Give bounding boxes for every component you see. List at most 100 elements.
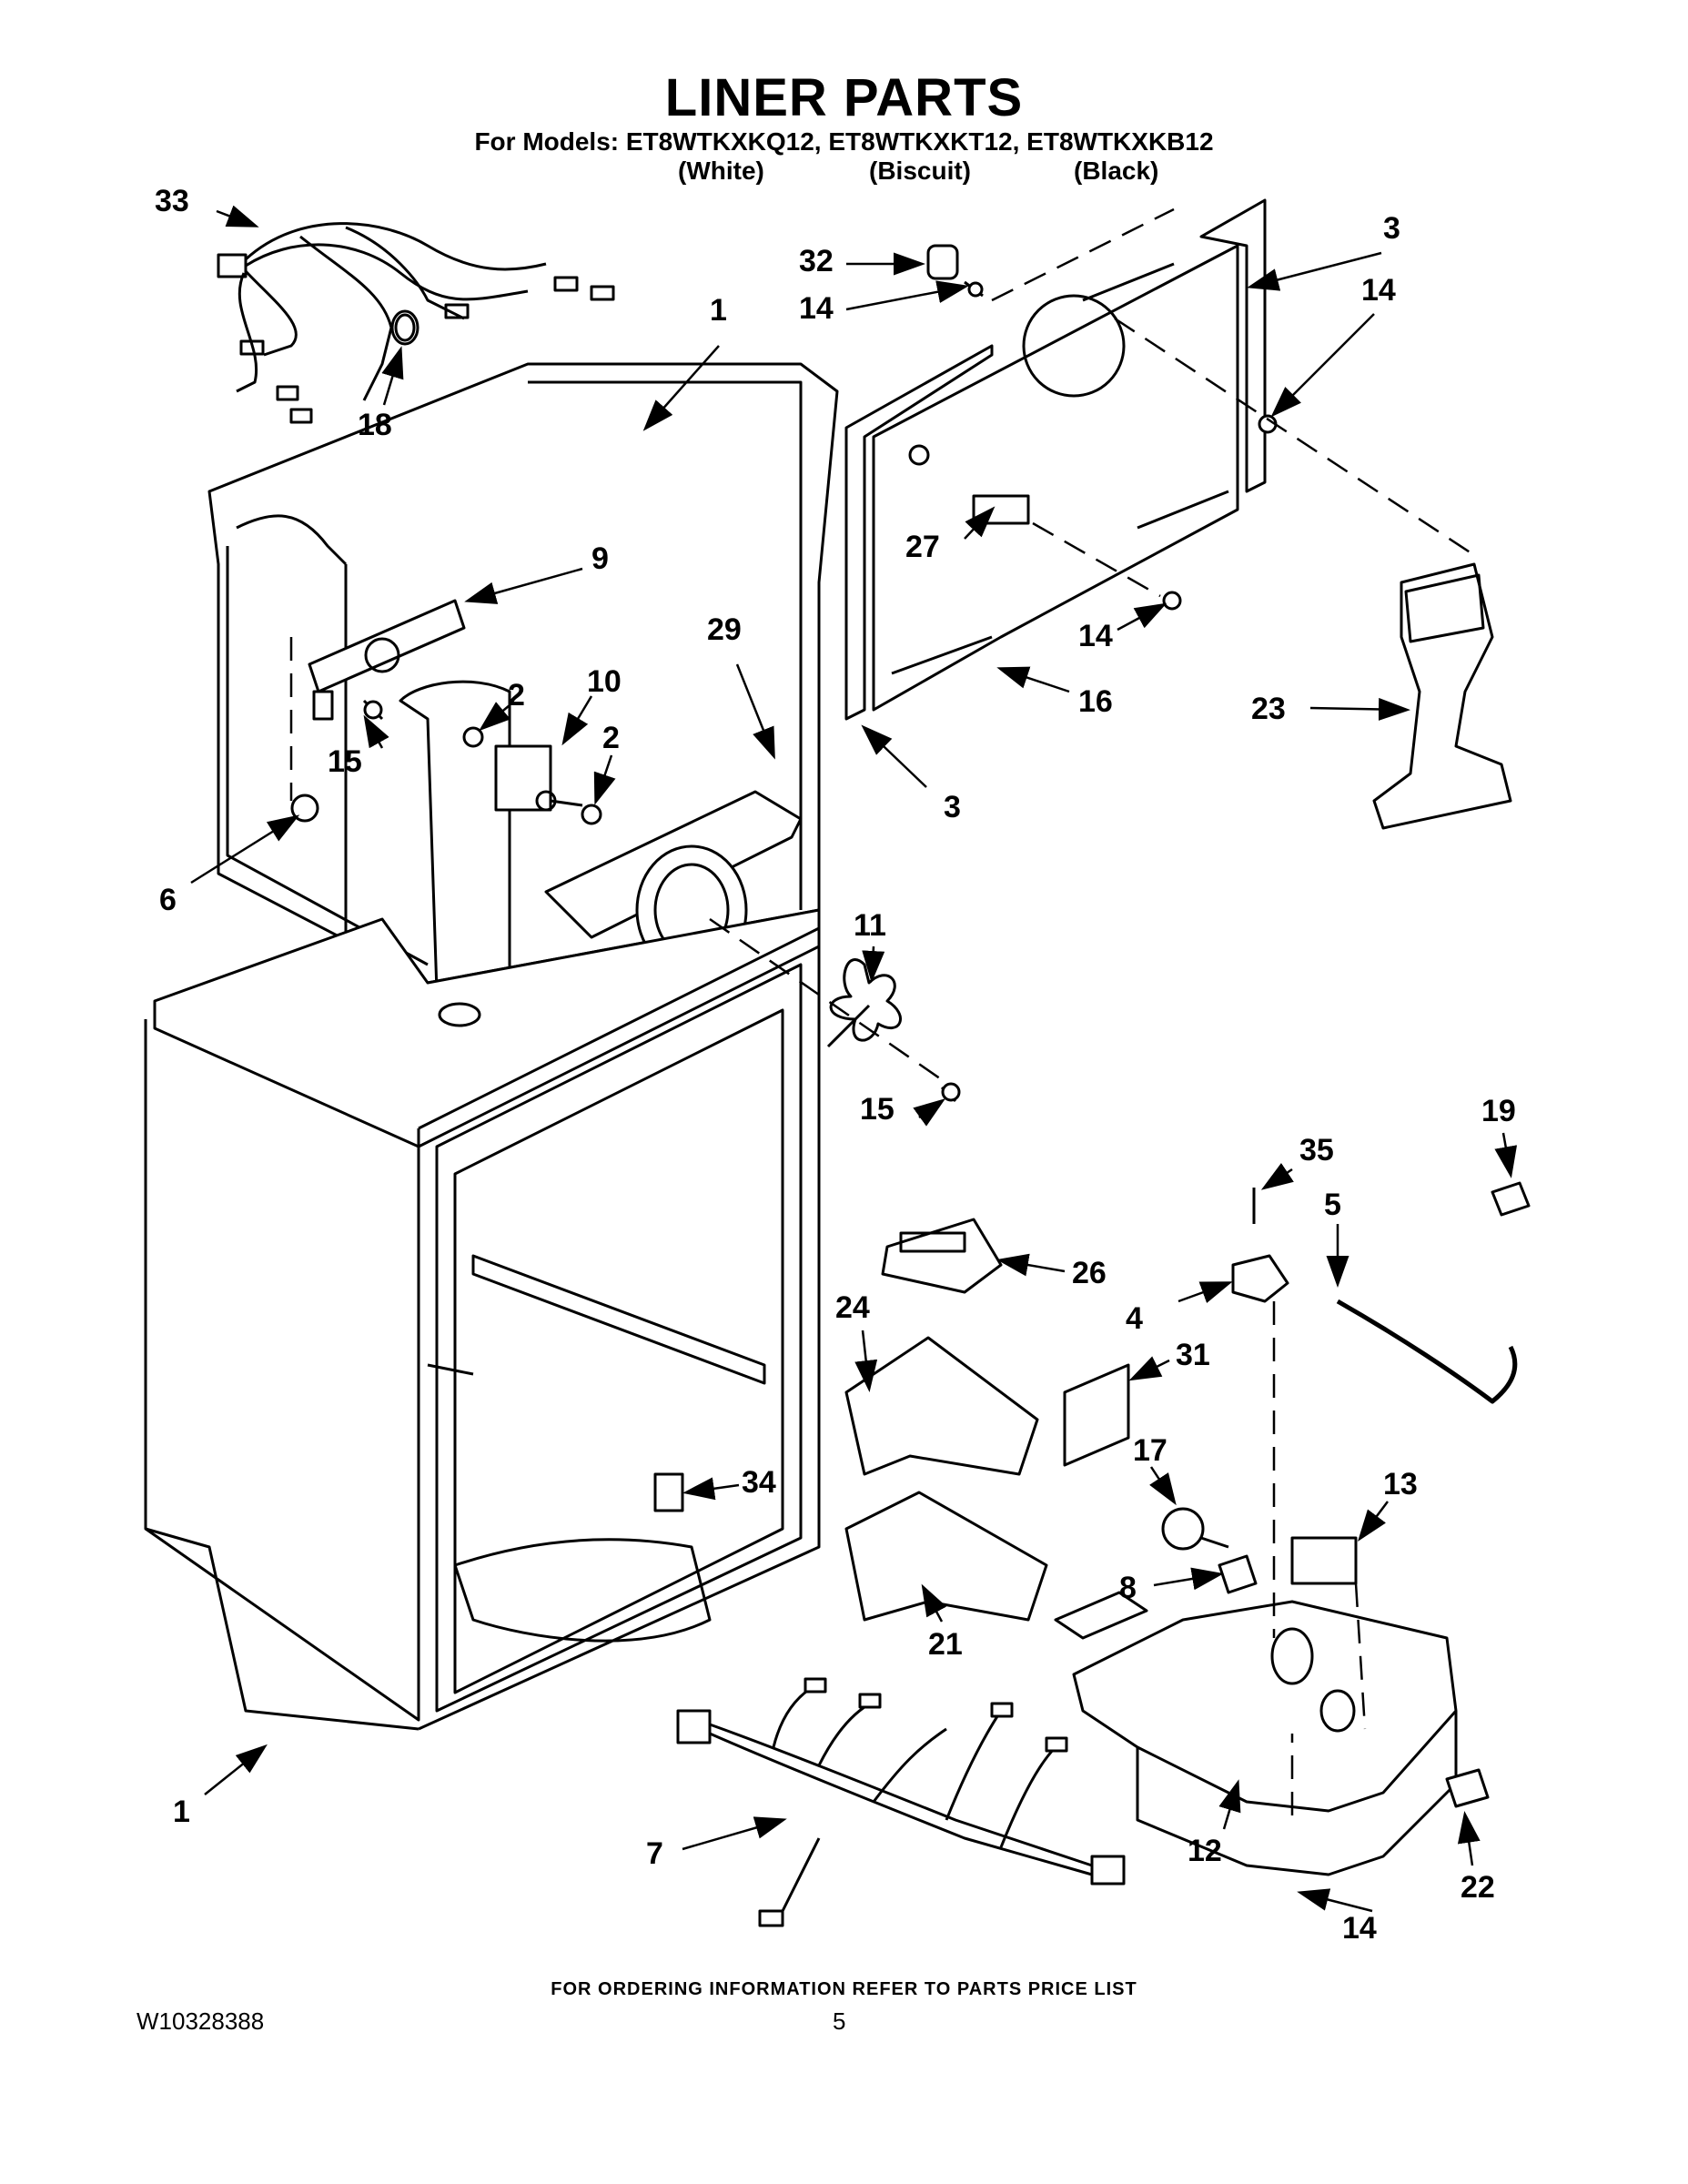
callout-7: 7 (646, 1836, 663, 1871)
callout-13: 13 (1383, 1467, 1418, 1502)
leader-14a (845, 280, 969, 311)
leader-33 (216, 205, 259, 228)
leader-15b (913, 1098, 946, 1127)
leader-27 (964, 506, 996, 540)
leader-14d (1297, 1888, 1373, 1913)
leader-14c (1117, 602, 1167, 632)
callout-33: 33 (155, 184, 189, 218)
callout-2a: 2 (508, 678, 525, 713)
leader-1b (204, 1744, 268, 1795)
leader-10 (561, 695, 593, 746)
color-black: (Black) (1074, 157, 1159, 185)
screw-14c (1162, 591, 1182, 611)
air-duct-23 (1372, 562, 1512, 830)
callout-10: 10 (587, 664, 622, 699)
leader-3a (1247, 251, 1382, 291)
callout-24: 24 (835, 1290, 870, 1325)
models-line: For Models: ET8WTKXKQ12, ET8WTKXKT12, ET… (474, 127, 1214, 156)
leader-17 (1149, 1466, 1177, 1506)
leader-24 (854, 1330, 878, 1392)
leader-35 (1260, 1162, 1294, 1190)
callout-9: 9 (591, 541, 609, 576)
leader-22 (1457, 1811, 1481, 1866)
bulb-17 (1161, 1507, 1229, 1551)
leader-18 (381, 346, 404, 406)
callout-32: 32 (799, 244, 834, 278)
grommet-18 (394, 313, 416, 342)
leader-31 (1128, 1356, 1170, 1381)
callout-23: 23 (1251, 692, 1286, 726)
callout-22: 22 (1461, 1870, 1495, 1905)
leader-8 (1153, 1567, 1224, 1591)
callout-27: 27 (905, 530, 940, 564)
leader-9 (464, 567, 583, 604)
page-title: LINER PARTS (664, 68, 1024, 127)
plate-31 (1063, 1363, 1130, 1467)
callout-35: 35 (1299, 1133, 1334, 1168)
nut-2a (462, 726, 484, 748)
leader-16 (996, 666, 1070, 693)
leader-14b (1270, 313, 1375, 418)
leader-12 (1218, 1779, 1241, 1830)
callout-21: 21 (928, 1627, 963, 1662)
duct-24 (844, 1336, 1039, 1476)
plug-34 (653, 1472, 684, 1512)
fan-blade-11 (826, 958, 902, 1048)
fan-bracket-9 (308, 599, 466, 721)
tube-5 (1336, 1299, 1518, 1404)
callout-3b: 3 (944, 790, 961, 824)
grommet-32 (926, 244, 959, 280)
leader-23 (1309, 697, 1410, 721)
callout-14a: 14 (799, 291, 834, 326)
switch-13 (1290, 1536, 1358, 1585)
duct-21 (844, 1491, 1048, 1622)
callout-18: 18 (358, 408, 392, 442)
callout-8: 8 (1119, 1571, 1137, 1605)
leader-34 (682, 1477, 740, 1501)
fresh-food-liner-1 (144, 908, 821, 1731)
ordering-note: FOR ORDERING INFORMATION REFER TO PARTS … (551, 1979, 1137, 1999)
callout-6: 6 (159, 883, 177, 917)
callout-14d: 14 (1342, 1911, 1377, 1946)
callout-17: 17 (1133, 1433, 1167, 1468)
wire-harness-33 (217, 222, 615, 424)
callout-29: 29 (707, 612, 742, 647)
callout-15b: 15 (860, 1092, 895, 1127)
callout-1b: 1 (173, 1795, 190, 1829)
callout-12: 12 (1188, 1834, 1222, 1868)
leader-13 (1358, 1501, 1389, 1542)
control-housing-26 (881, 1218, 1003, 1294)
callout-34: 34 (742, 1465, 776, 1500)
callout-11: 11 (854, 908, 886, 943)
callout-4: 4 (1126, 1301, 1143, 1336)
leader-29 (735, 663, 775, 760)
callout-2b: 2 (602, 721, 620, 755)
leader-21 (921, 1583, 947, 1623)
callout-14b: 14 (1361, 273, 1396, 308)
clip-19 (1491, 1181, 1531, 1217)
screw-15b (941, 1082, 961, 1102)
leader-19 (1494, 1132, 1518, 1178)
callout-15a: 15 (328, 744, 362, 779)
leader-7 (682, 1816, 787, 1851)
leader-26 (996, 1253, 1066, 1277)
callout-3a: 3 (1383, 211, 1400, 246)
wire-harness-7 (676, 1677, 1126, 1927)
leader-2a (479, 702, 511, 732)
housing-12 (1072, 1600, 1458, 1876)
plug-6 (290, 794, 319, 823)
callout-31: 31 (1176, 1338, 1210, 1372)
control-10 (494, 744, 583, 812)
evaporator-cover-16 (872, 244, 1239, 712)
socket-4 (1231, 1254, 1289, 1303)
callout-19: 19 (1481, 1094, 1516, 1128)
leader-1a (642, 345, 720, 431)
leader-6 (190, 814, 300, 885)
callout-1a: 1 (710, 293, 727, 328)
callout-16: 16 (1078, 684, 1113, 719)
callout-26: 26 (1072, 1256, 1107, 1290)
document-number: W10328388 (136, 2007, 265, 2035)
color-white: (White) (678, 157, 764, 185)
leader-2b (593, 754, 616, 805)
